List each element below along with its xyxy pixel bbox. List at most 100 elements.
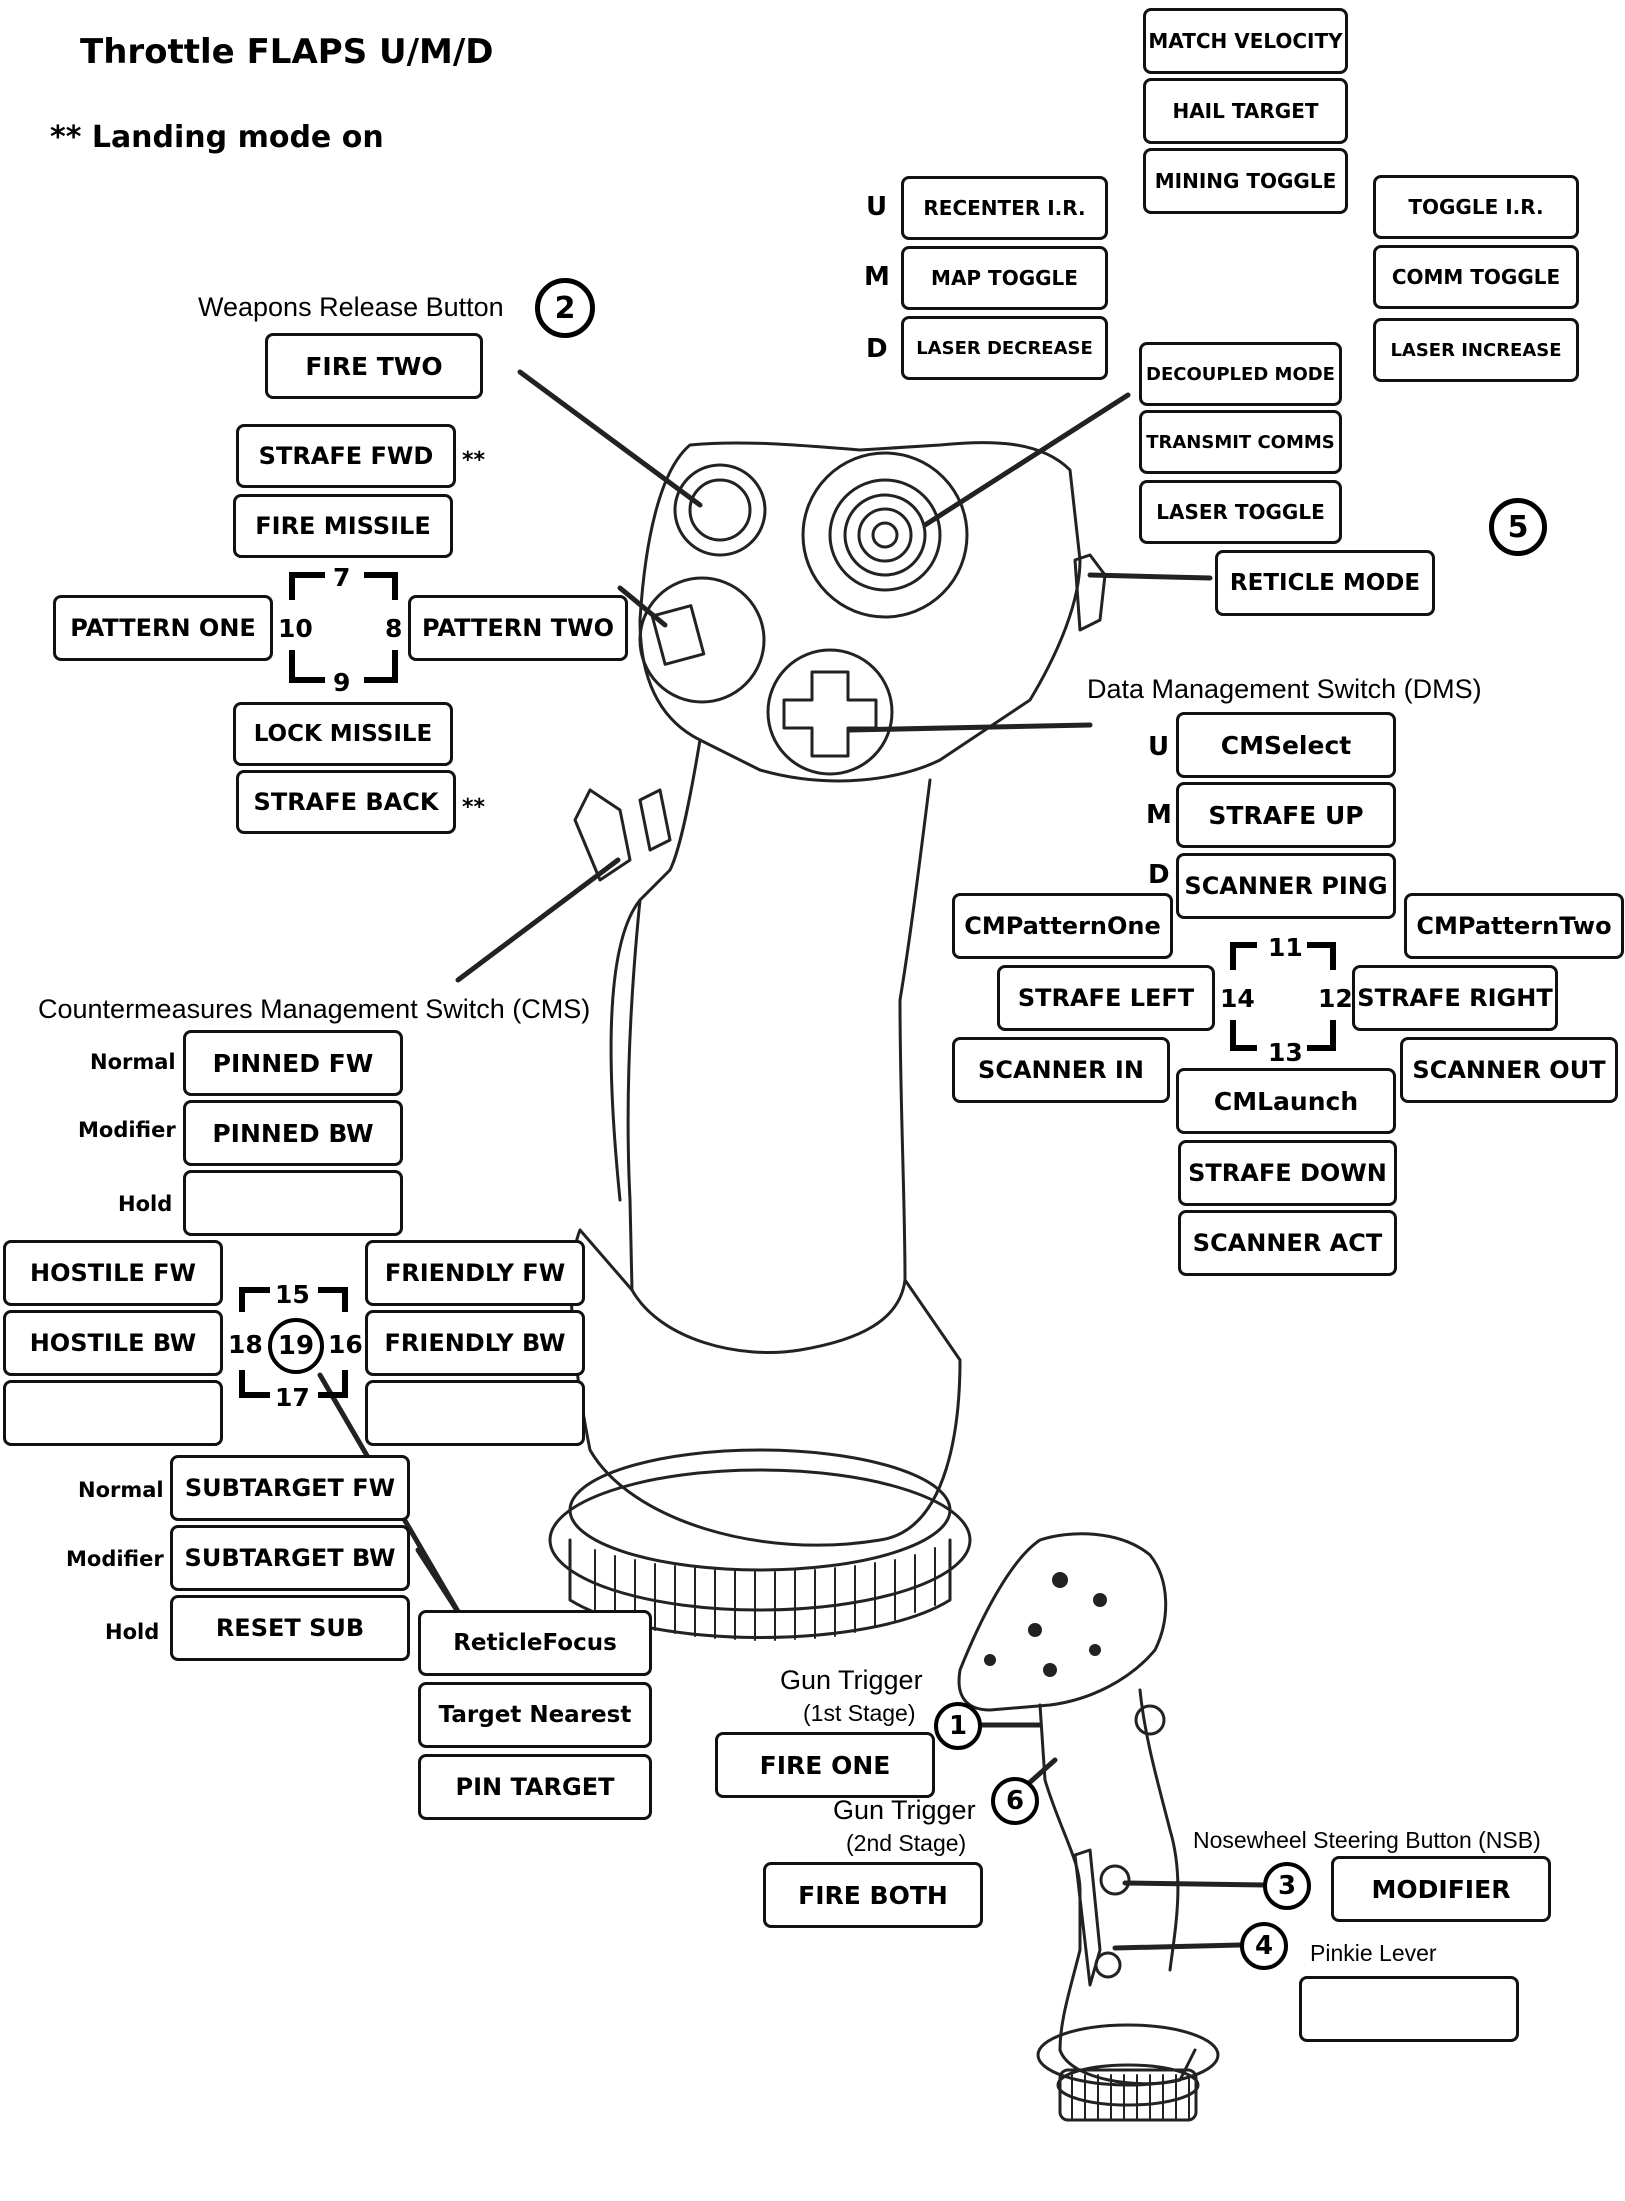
- dms-m-label: M: [1146, 800, 1172, 830]
- landing-mode-note: ** Landing mode on: [50, 120, 384, 155]
- friendly-empty-button[interactable]: [365, 1380, 585, 1446]
- second-stage-label: (2nd Stage): [846, 1830, 967, 1856]
- cms-hat-cross: [766, 648, 894, 776]
- bracket-cms: [239, 1287, 348, 1398]
- modifier-button[interactable]: MODIFIER: [1331, 1856, 1551, 1922]
- map-toggle-button[interactable]: MAP TOGGLE: [901, 246, 1108, 310]
- lock-missile-button[interactable]: LOCK MISSILE: [233, 702, 453, 766]
- laser-decrease-button[interactable]: LASER DECREASE: [901, 316, 1108, 380]
- strafe-right-button[interactable]: STRAFE RIGHT: [1352, 965, 1558, 1031]
- cmselect-button[interactable]: CMSelect: [1176, 712, 1396, 778]
- match-velocity-button[interactable]: MATCH VELOCITY: [1143, 8, 1348, 74]
- subtarget-fw-button[interactable]: SUBTARGET FW: [170, 1455, 410, 1521]
- scanner-in-button[interactable]: SCANNER IN: [952, 1037, 1170, 1103]
- transmit-comms-button[interactable]: TRANSMIT COMMS: [1139, 410, 1342, 474]
- pinkie-lever-label: Pinkie Lever: [1310, 1940, 1437, 1966]
- friendly-bw-button[interactable]: FRIENDLY BW: [365, 1310, 585, 1376]
- cms-modifier-label: Modifier: [78, 1118, 176, 1142]
- strafe-fwd-landing-marker: **: [462, 448, 486, 473]
- fire-missile-button[interactable]: FIRE MISSILE: [233, 494, 453, 558]
- cmpattern-one-button[interactable]: CMPatternOne: [952, 893, 1173, 959]
- strafe-fwd-button[interactable]: STRAFE FWD: [236, 424, 456, 488]
- flaps-u-label: U: [866, 192, 888, 222]
- gun-trigger-2-label: Gun Trigger: [833, 1795, 976, 1825]
- leader-pattern: [617, 585, 668, 628]
- pattern-one-button[interactable]: PATTERN ONE: [53, 595, 273, 661]
- cms-number-16: 16: [328, 1330, 363, 1359]
- small-stick-head: [957, 1532, 1168, 1712]
- scanner-act-button[interactable]: SCANNER ACT: [1178, 1210, 1397, 1276]
- decoupled-mode-button[interactable]: DECOUPLED MODE: [1139, 342, 1342, 406]
- fire-one-button[interactable]: FIRE ONE: [715, 1732, 935, 1798]
- hostile-fw-button[interactable]: HOSTILE FW: [3, 1240, 223, 1306]
- fire-both-button[interactable]: FIRE BOTH: [763, 1862, 983, 1928]
- hostile-bw-button[interactable]: HOSTILE BW: [3, 1310, 223, 1376]
- pinkie-lever-button[interactable]: [1299, 1976, 1519, 2042]
- pinned-fw-button[interactable]: PINNED FW: [183, 1030, 403, 1096]
- stick-head-outline: [638, 441, 1082, 783]
- sub-hold-label: Hold: [105, 1620, 160, 1644]
- cms-hold-label: Hold: [118, 1192, 173, 1216]
- cms-label: Countermeasures Management Switch (CMS): [38, 994, 591, 1024]
- sub-modifier-label: Modifier: [66, 1547, 164, 1571]
- laser-toggle-button[interactable]: LASER TOGGLE: [1139, 480, 1342, 544]
- strafe-up-button[interactable]: STRAFE UP: [1176, 782, 1396, 848]
- bracket-left-hat: [289, 572, 398, 683]
- first-stage-label: (1st Stage): [803, 1700, 916, 1726]
- marker-4: 4: [1240, 1922, 1288, 1970]
- page-title: Throttle FLAPS U/M/D: [80, 32, 494, 72]
- gun-trigger-1-label: Gun Trigger: [780, 1665, 923, 1695]
- pattern-hat: [638, 576, 766, 704]
- cmpattern-two-button[interactable]: CMPatternTwo: [1404, 893, 1624, 959]
- reset-sub-button[interactable]: RESET SUB: [170, 1595, 410, 1661]
- flaps-m-label: M: [864, 262, 890, 292]
- pinned-bw-button[interactable]: PINNED BW: [183, 1100, 403, 1166]
- stick-neck: [609, 738, 932, 1282]
- cms-hold-button[interactable]: [183, 1170, 403, 1236]
- friendly-fw-button[interactable]: FRIENDLY FW: [365, 1240, 585, 1306]
- strafe-down-button[interactable]: STRAFE DOWN: [1178, 1140, 1397, 1206]
- leader-pinkie: [1112, 1942, 1243, 1951]
- target-nearest-button[interactable]: Target Nearest: [418, 1682, 652, 1748]
- comm-toggle-button[interactable]: COMM TOGGLE: [1373, 245, 1579, 309]
- toggle-ir-button[interactable]: TOGGLE I.R.: [1373, 175, 1579, 239]
- leader-cms: [455, 857, 621, 983]
- marker-1: 1: [934, 1702, 982, 1750]
- scanner-ping-button[interactable]: SCANNER PING: [1176, 853, 1396, 919]
- leader-subtarget: [415, 1547, 463, 1618]
- leader-dms: [847, 722, 1093, 733]
- stick-grip: [626, 898, 907, 1354]
- leader-dms-hat: [922, 392, 1131, 528]
- cmlaunch-button[interactable]: CMLaunch: [1176, 1068, 1396, 1134]
- mining-toggle-button[interactable]: MINING TOGGLE: [1143, 148, 1348, 214]
- strafe-back-button[interactable]: STRAFE BACK: [236, 770, 456, 834]
- stick-base-ring: [568, 1448, 952, 1572]
- small-stick-body: [1038, 1688, 1180, 2052]
- sub-normal-label: Normal: [78, 1478, 164, 1502]
- hat-number-10: 10: [278, 614, 313, 643]
- hat-number-8: 8: [385, 614, 403, 643]
- strafe-left-button[interactable]: STRAFE LEFT: [997, 965, 1215, 1031]
- dms-d-label: D: [1148, 860, 1170, 890]
- strafe-back-landing-marker: **: [462, 795, 486, 820]
- stick-base: [569, 1228, 962, 1547]
- cms-number-18: 18: [228, 1330, 263, 1359]
- recenter-ir-button[interactable]: RECENTER I.R.: [901, 176, 1108, 240]
- reticle-focus-button[interactable]: ReticleFocus: [418, 1610, 652, 1676]
- hostile-empty-button[interactable]: [3, 1380, 223, 1446]
- marker-5: 5: [1489, 498, 1547, 556]
- scanner-out-button[interactable]: SCANNER OUT: [1400, 1037, 1618, 1103]
- pin-target-button[interactable]: PIN TARGET: [418, 1754, 652, 1820]
- hail-target-button[interactable]: HAIL TARGET: [1143, 78, 1348, 144]
- pattern-two-button[interactable]: PATTERN TWO: [408, 595, 628, 661]
- cms-normal-label: Normal: [90, 1050, 176, 1074]
- cms-number-19: 19: [268, 1318, 324, 1374]
- subtarget-bw-button[interactable]: SUBTARGET BW: [170, 1525, 410, 1591]
- marker-3: 3: [1263, 1862, 1311, 1910]
- fire-two-button[interactable]: FIRE TWO: [265, 333, 483, 399]
- dms-hat: [801, 451, 969, 619]
- laser-increase-button[interactable]: LASER INCREASE: [1373, 318, 1579, 382]
- reticle-mode-button[interactable]: RETICLE MODE: [1215, 550, 1435, 616]
- cms-number-15: 15: [275, 1280, 310, 1309]
- nsb-label: Nosewheel Steering Button (NSB): [1193, 1827, 1541, 1853]
